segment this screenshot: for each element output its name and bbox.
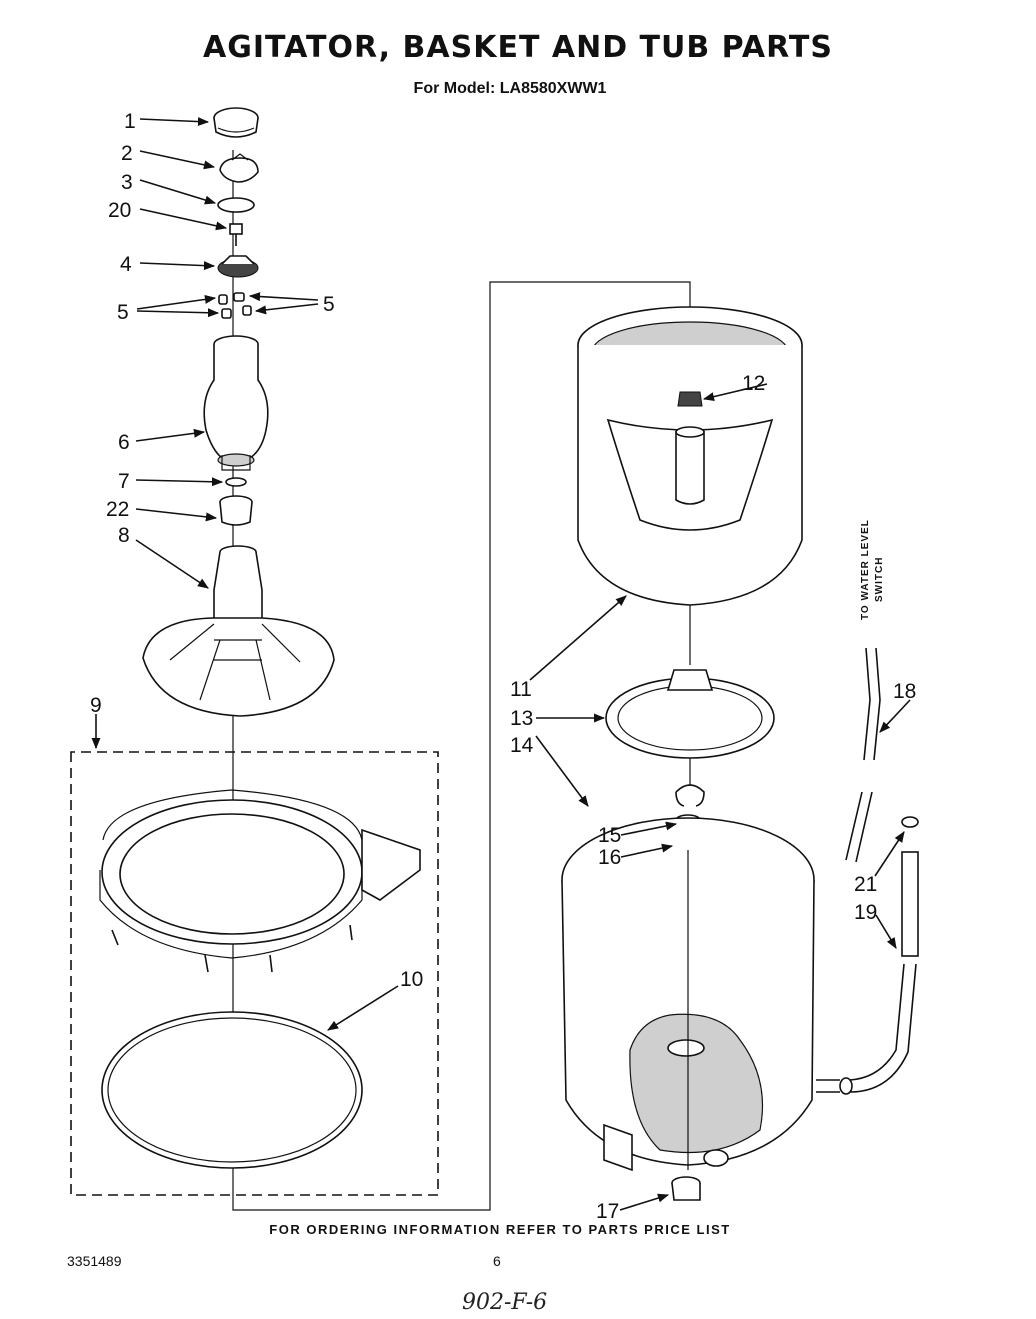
label-part-1: 1 bbox=[124, 110, 136, 133]
label-part-22: 22 bbox=[106, 498, 129, 521]
label-part-5-left: 5 bbox=[117, 301, 129, 324]
part-14-outer-tub bbox=[561, 817, 815, 1172]
label-part-3: 3 bbox=[121, 171, 133, 194]
page-number: 6 bbox=[493, 1253, 501, 1269]
label-part-13: 13 bbox=[510, 707, 533, 730]
part-number-labels: 1 2 3 20 4 5 5 6 7 22 8 9 10 11 12 13 14… bbox=[90, 110, 916, 1223]
part-18-tube-upper bbox=[863, 647, 871, 761]
part-2-cover bbox=[219, 153, 259, 183]
part-8-agitator-base bbox=[142, 545, 335, 717]
part-11-basket bbox=[577, 306, 803, 606]
label-part-9: 9 bbox=[90, 694, 102, 717]
label-part-10: 10 bbox=[400, 968, 423, 991]
label-part-14: 14 bbox=[510, 734, 534, 757]
label-part-16: 16 bbox=[598, 846, 621, 869]
ordering-info-note: FOR ORDERING INFORMATION REFER TO PARTS … bbox=[269, 1222, 731, 1237]
part-3-ring bbox=[217, 197, 255, 213]
label-part-5-right: 5 bbox=[323, 293, 335, 316]
part-14-clip bbox=[675, 784, 705, 807]
label-part-15: 15 bbox=[598, 824, 621, 847]
side-label-line1: TO WATER LEVEL bbox=[860, 519, 871, 620]
label-part-8: 8 bbox=[118, 524, 130, 547]
part-19-hose bbox=[816, 851, 919, 1095]
label-part-12: 12 bbox=[742, 372, 765, 395]
label-part-17: 17 bbox=[596, 1200, 619, 1223]
part-22-bearing bbox=[219, 495, 253, 526]
document-number: 3351489 bbox=[67, 1253, 122, 1269]
side-label-line2: SWITCH bbox=[874, 557, 885, 602]
part-21-clamp bbox=[901, 816, 919, 828]
label-part-6: 6 bbox=[118, 431, 130, 454]
model-subtitle: For Model: LA8580XWW1 bbox=[413, 80, 607, 97]
label-part-18: 18 bbox=[893, 680, 916, 703]
label-part-11: 11 bbox=[510, 678, 532, 701]
label-part-2: 2 bbox=[121, 142, 133, 165]
leader-arrows bbox=[135, 117, 911, 1211]
handwritten-note: 902-F-6 bbox=[462, 1290, 548, 1315]
label-part-20: 20 bbox=[108, 199, 131, 222]
part-20-fastener bbox=[229, 223, 243, 246]
water-level-switch-label: TO WATER LEVEL SWITCH bbox=[860, 519, 885, 620]
part-1-agitator-cap bbox=[213, 107, 259, 138]
part-5-dogs bbox=[218, 292, 252, 319]
part-13-hub bbox=[605, 669, 775, 759]
label-part-4: 4 bbox=[120, 253, 132, 276]
label-part-19: 19 bbox=[854, 901, 877, 924]
label-part-7: 7 bbox=[118, 470, 130, 493]
part-7-o-ring bbox=[225, 477, 247, 487]
part-9-tub-ring-group bbox=[70, 714, 439, 1196]
part-4-cam bbox=[217, 255, 259, 278]
part-18-tube-lower bbox=[845, 791, 873, 863]
label-part-21: 21 bbox=[854, 873, 877, 896]
assembly-connector-line bbox=[232, 281, 691, 1211]
part-10-gasket bbox=[101, 1011, 363, 1169]
part-17-drain-fitting bbox=[671, 1176, 701, 1201]
part-6-agitator-barrel bbox=[203, 335, 269, 471]
page-title: AGITATOR, BASKET AND TUB PARTS bbox=[203, 30, 833, 65]
